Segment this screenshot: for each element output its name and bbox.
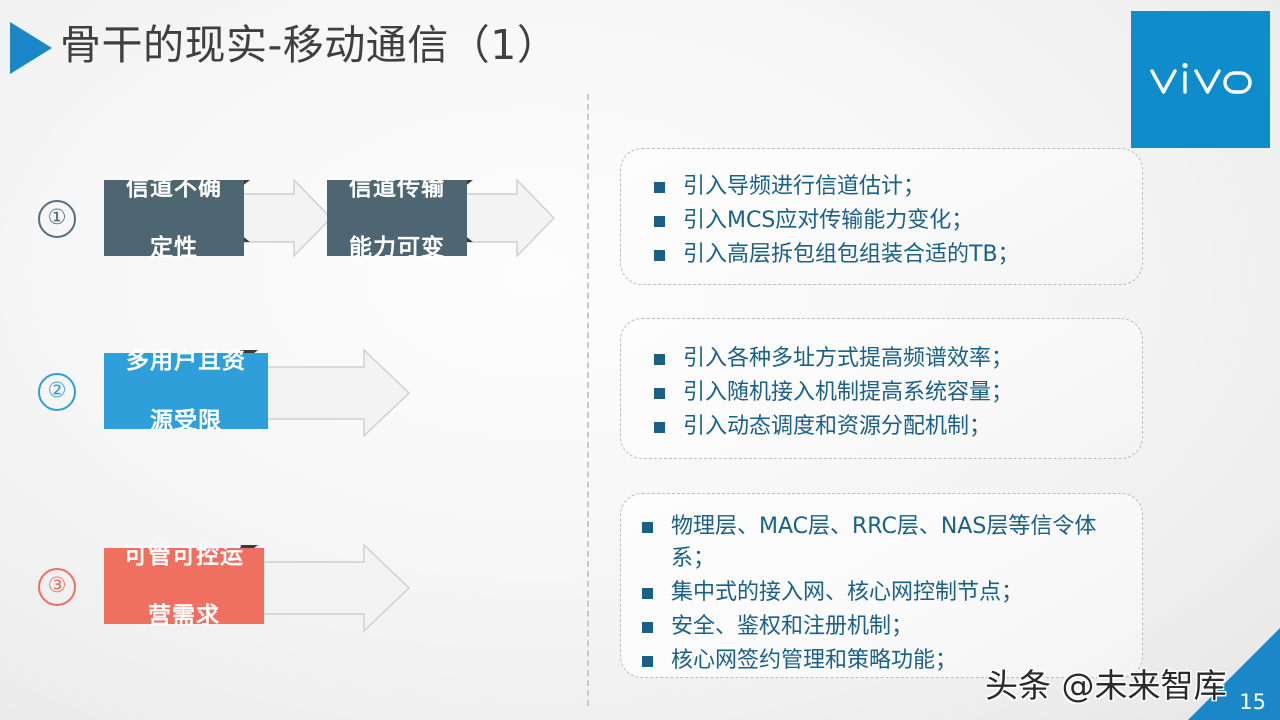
list-item: 集中式的接入网、核心网控制节点； [639,577,1107,609]
vivo-logo [1131,11,1270,148]
flow-box-1-2-line2: 能力可变 [349,235,445,261]
vertical-dashed-divider [587,94,589,706]
detail-panel-2: 引入各种多址方式提高频谱效率； 引入随机接入机制提高系统容量； 引入动态调度和资… [620,318,1143,459]
flow-index-2: ② [38,373,76,411]
list-item: 引入高层拆包组包组装合适的TB； [651,239,1142,271]
flow-box-1-1[interactable]: 信道不确 定性 [104,175,244,261]
list-item: 引入导频进行信道估计； [651,171,1142,203]
flow-box-1-1-line2: 定性 [150,235,198,261]
flow-box-1-2-line1: 信道传输 [349,175,445,201]
flow-box-3-1-line1: 可管可控运 [124,543,244,569]
page-number: 15 [1239,690,1266,714]
list-item: 引入各种多址方式提高频谱效率； [651,343,1142,375]
flow-index-1: ① [38,200,76,238]
flow-box-3-1[interactable]: 可管可控运 营需求 [104,543,264,629]
flow-box-1-1-line1: 信道不确 [126,175,222,201]
flow-index-3: ③ [38,568,76,606]
list-item: 核心网签约管理和策略功能； [639,645,1107,677]
flow-box-2-1[interactable]: 多用户且资 源受限 [104,348,268,434]
detail-panel-1: 引入导频进行信道估计； 引入MCS应对传输能力变化； 引入高层拆包组包组装合适的… [620,148,1143,285]
watermark: 头条 @未来智库 [985,666,1227,705]
list-item: 物理层、MAC层、RRC层、NAS层等信令体系； [639,511,1107,575]
flow-box-2-1-line2: 源受限 [150,408,222,434]
page-title: 骨干的现实-移动通信（1） [60,21,559,69]
flow-box-2-1-line1: 多用户且资 [126,348,246,374]
list-item: 引入MCS应对传输能力变化； [651,205,1142,237]
page-corner-triangle [1188,628,1280,720]
list-item: 引入动态调度和资源分配机制； [651,411,1142,443]
flow-box-3-1-line2: 营需求 [148,603,220,629]
detail-panel-3: 物理层、MAC层、RRC层、NAS层等信令体系； 集中式的接入网、核心网控制节点… [620,493,1143,678]
list-item: 安全、鉴权和注册机制； [639,611,1107,643]
flow-box-1-2[interactable]: 信道传输 能力可变 [327,175,467,261]
title-triangle-icon [10,22,52,74]
list-item: 引入随机接入机制提高系统容量； [651,377,1142,409]
flow-arrow-3 [240,543,410,633]
